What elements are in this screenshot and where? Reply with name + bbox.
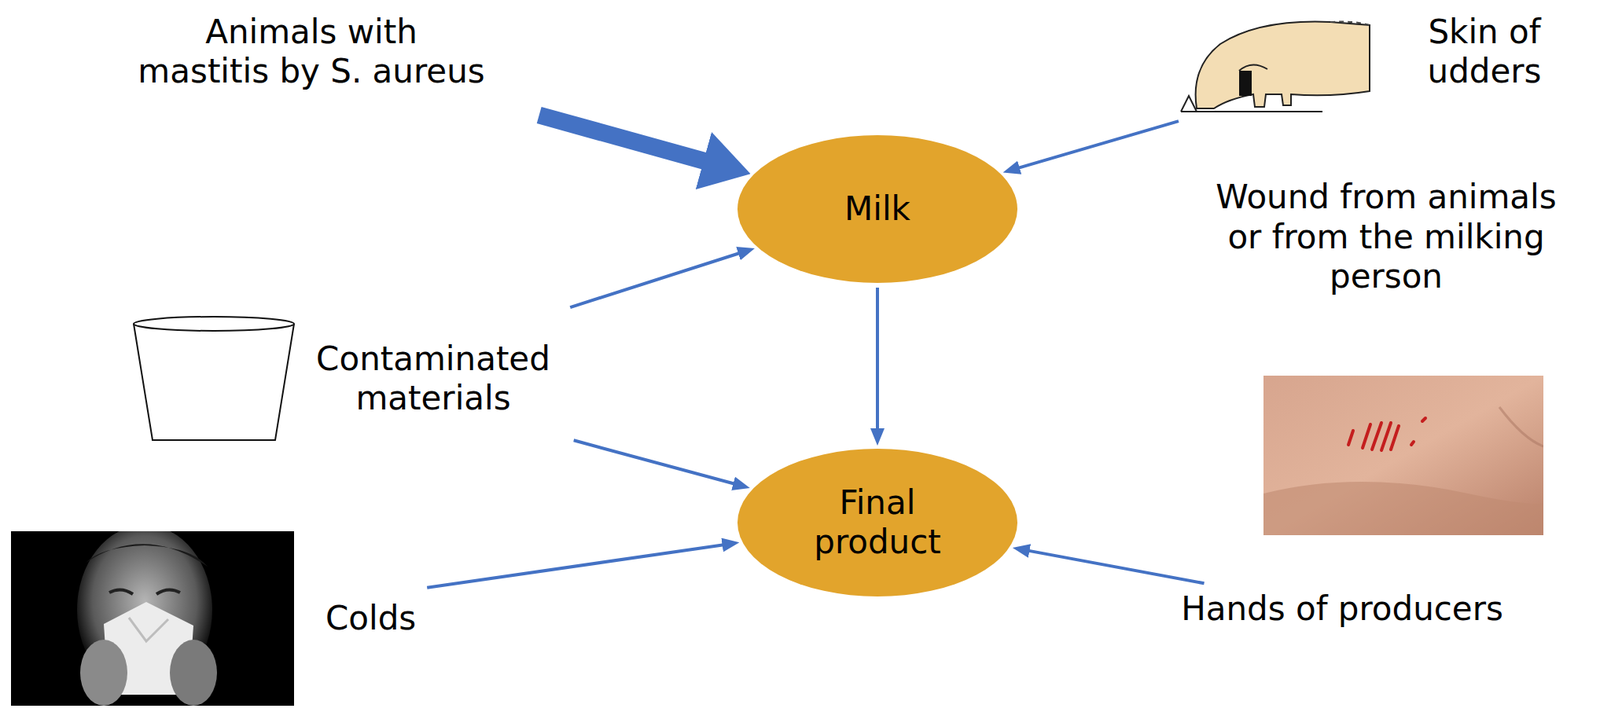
udder-illustration <box>1173 12 1373 115</box>
flow-arrow <box>875 287 880 431</box>
flow-arrow <box>426 544 724 589</box>
node-text: Colds <box>325 599 416 639</box>
source-label: Skin of udders <box>1168 7 1584 120</box>
wound-photo <box>1263 375 1544 536</box>
node-text: Contaminated materials <box>303 339 563 420</box>
flow-arrow <box>573 440 736 485</box>
node-text: Hands of producers <box>1180 589 1504 629</box>
bucket-illustration <box>130 314 298 445</box>
milk-ellipse: Milk <box>737 135 1018 284</box>
node-text: Skin of udders <box>1390 12 1579 92</box>
product-ellipse: Final product <box>737 448 1018 597</box>
sneezing-person-photo <box>11 531 295 707</box>
node-text: Final product <box>783 483 972 563</box>
flow-arrow <box>1028 551 1205 585</box>
flow-arrow <box>539 115 706 162</box>
source-label: Colds <box>6 526 421 711</box>
source-label: Contaminated materials <box>125 309 568 449</box>
source-label: Wound from animals or from the milking p… <box>1196 172 1576 302</box>
node-text: Wound from animals or from the milking p… <box>1201 177 1571 297</box>
node-text: Milk <box>844 189 911 229</box>
source-label: Animals with mastitis by S. aureus <box>121 7 501 97</box>
flow-arrow <box>1018 121 1179 169</box>
flow-arrow <box>570 253 740 308</box>
source-label: Hands of producers <box>1176 584 1509 634</box>
node-text: Animals with mastitis by S. aureus <box>126 12 497 92</box>
